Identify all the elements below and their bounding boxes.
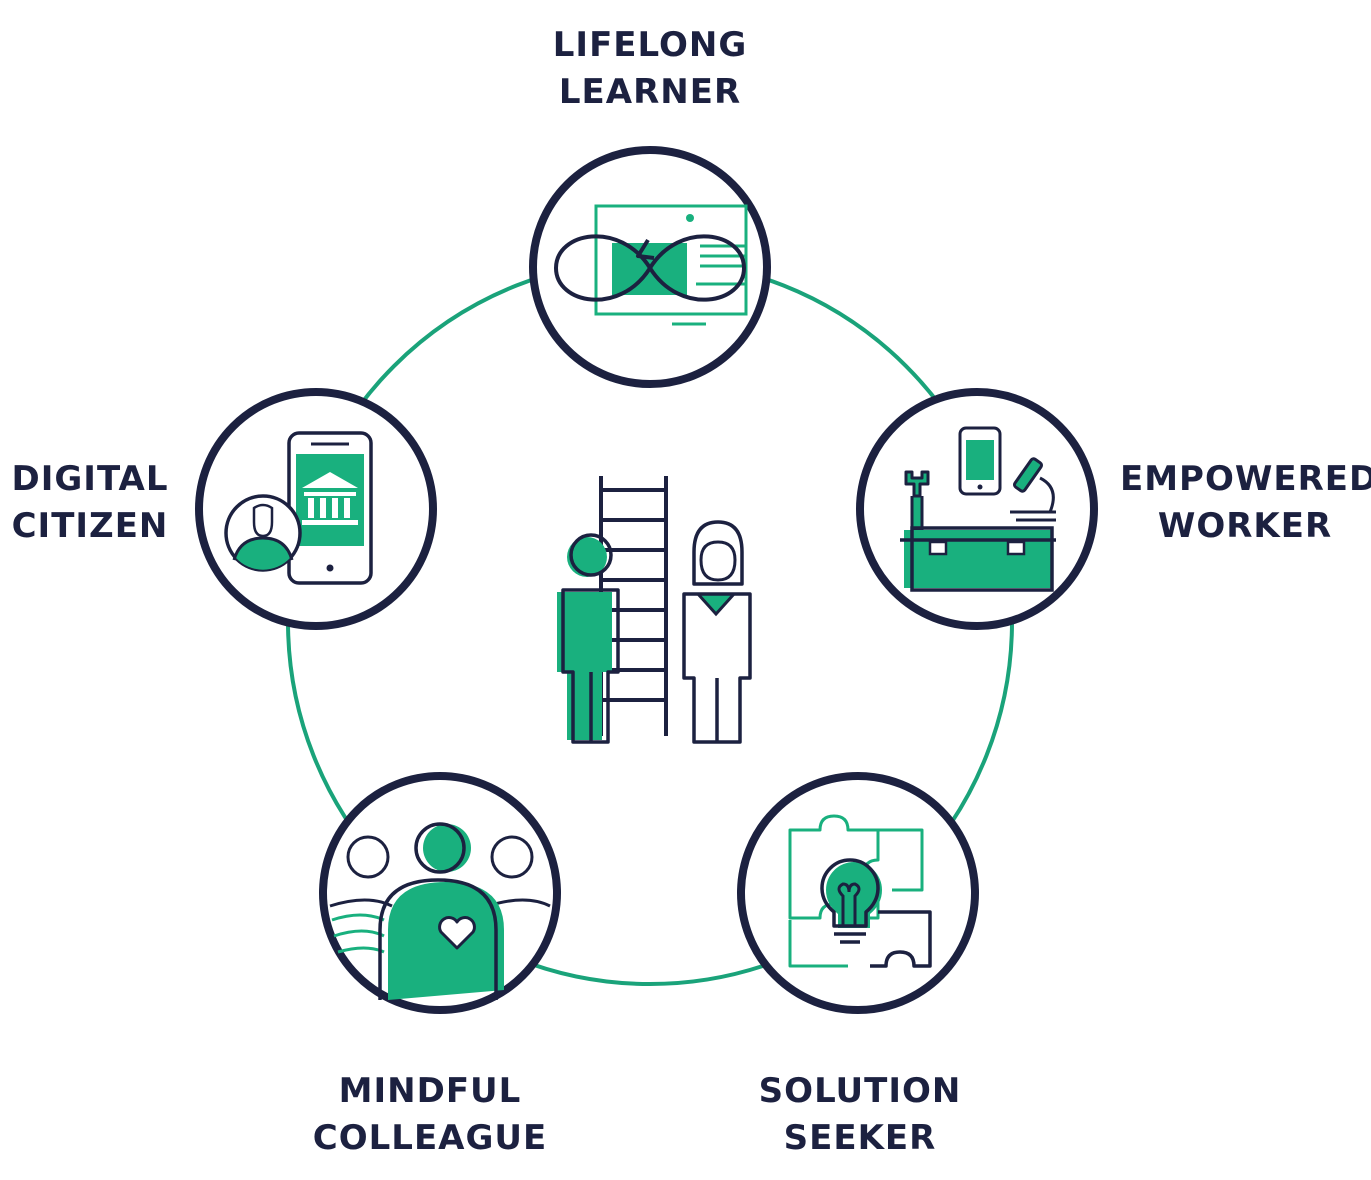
- smartphone-government-icon: [224, 431, 373, 585]
- label-mindful-colleague: MINDFUL COLLEAGUE: [290, 1068, 570, 1162]
- label-empowered-worker: EMPOWERED WORKER: [1120, 456, 1371, 550]
- label-line: LIFELONG: [552, 25, 748, 65]
- label-digital-citizen: DIGITAL CITIZEN: [0, 456, 180, 550]
- node-lifelong-learner: [529, 146, 771, 388]
- label-line: LEARNER: [558, 72, 742, 112]
- puzzle-lightbulb-icon: [788, 814, 932, 968]
- node-digital-citizen: [195, 388, 437, 630]
- people-heart-icon: [329, 822, 551, 1000]
- ladder-with-two-people-icon: [557, 476, 752, 744]
- label-line: EMPOWERED: [1120, 459, 1371, 499]
- label-line: COLLEAGUE: [312, 1118, 548, 1158]
- label-line: SOLUTION: [758, 1071, 962, 1111]
- label-line: WORKER: [1157, 506, 1333, 546]
- node-solution-seeker: [737, 772, 979, 1014]
- label-line: MINDFUL: [338, 1071, 522, 1111]
- label-line: CITIZEN: [11, 506, 169, 546]
- label-solution-seeker: SOLUTION SEEKER: [720, 1068, 1000, 1162]
- person-right-icon: [682, 520, 752, 744]
- infinity-screen-icon: [553, 204, 748, 326]
- person-left-icon: [557, 533, 620, 744]
- toolbox-icon: [900, 426, 1056, 592]
- label-line: SEEKER: [783, 1118, 937, 1158]
- node-mindful-colleague: [319, 772, 561, 1014]
- label-line: DIGITAL: [11, 459, 169, 499]
- label-lifelong-learner: LIFELONG LEARNER: [500, 22, 800, 116]
- node-empowered-worker: [856, 388, 1098, 630]
